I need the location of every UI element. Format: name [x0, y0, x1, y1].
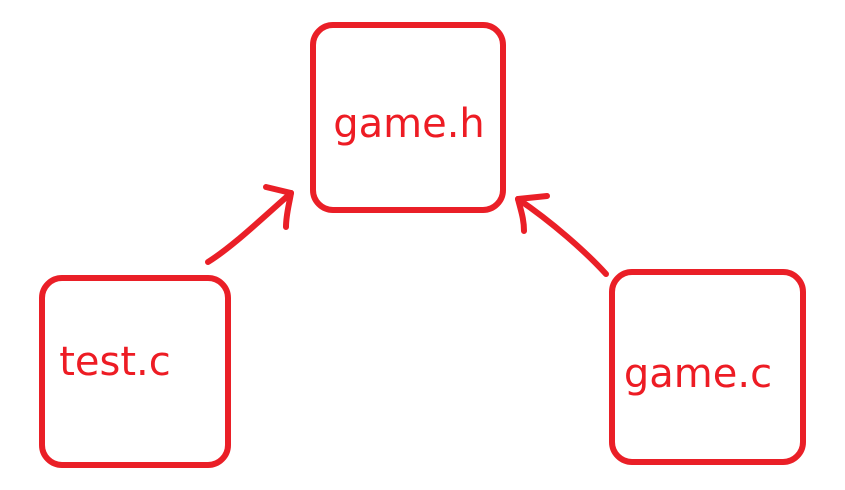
arrowhead-barb-lower-test-c — [283, 190, 294, 230]
edge-test-c-to-game-h[interactable] — [205, 184, 294, 265]
arrowhead-barb-upper-test-c — [263, 184, 294, 196]
node-game-c[interactable]: game.c — [609, 269, 806, 465]
edge-shaft-test-c — [205, 190, 294, 265]
node-test-c[interactable]: test.c — [39, 275, 231, 468]
node-game-c-label: game.c — [624, 351, 772, 397]
node-game-c-box[interactable] — [609, 269, 806, 465]
node-game-h-label: game.h — [333, 101, 485, 147]
node-game-h-box[interactable] — [310, 22, 506, 213]
node-test-c-label: test.c — [59, 339, 171, 385]
arrowhead-barb-lower-game-c — [515, 196, 527, 234]
edge-shaft-game-c — [515, 196, 609, 277]
edge-game-c-to-game-h[interactable] — [515, 193, 609, 277]
node-game-h[interactable]: game.h — [310, 22, 506, 213]
node-test-c-box[interactable] — [39, 275, 231, 468]
arrowhead-barb-upper-game-c — [515, 193, 550, 202]
